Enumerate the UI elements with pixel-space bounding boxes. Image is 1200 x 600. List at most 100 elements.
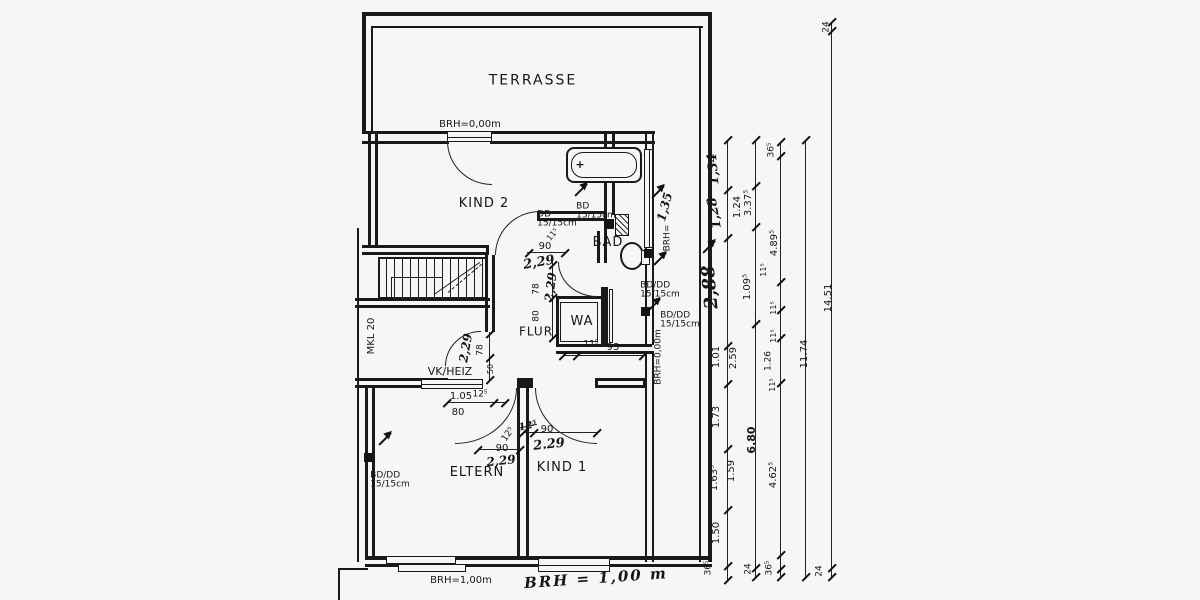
dim-label: 50 bbox=[485, 363, 495, 375]
stair-tread bbox=[410, 258, 411, 298]
dimension-line bbox=[563, 355, 643, 356]
reference-arrow-icon bbox=[653, 252, 667, 266]
annotation-brh-terrace: BRH=0,00m bbox=[439, 118, 501, 130]
door-arc bbox=[495, 211, 540, 255]
dim-label: 24 bbox=[821, 21, 832, 33]
room-label-bad: BAD bbox=[592, 235, 624, 251]
annotation-brh-wa: BRH=0,00m bbox=[653, 329, 664, 385]
dim-label: 11.74 bbox=[798, 339, 810, 369]
door-arc bbox=[447, 141, 492, 185]
dim-label: 24 bbox=[743, 563, 754, 575]
wall bbox=[486, 245, 489, 255]
room-label-kind2: KIND 2 bbox=[458, 196, 510, 212]
stair-tread bbox=[474, 258, 475, 298]
room-label-eltern: ELTERN bbox=[449, 465, 505, 481]
dimension-chain bbox=[805, 140, 806, 577]
dim-label: 12⁵ bbox=[499, 425, 517, 444]
wall bbox=[362, 141, 447, 144]
dimension-line bbox=[523, 432, 597, 433]
dim-label: 6.80 bbox=[745, 426, 759, 454]
stair-tread bbox=[458, 258, 459, 298]
annotation-brh-bad-hand: 1,35 bbox=[654, 190, 676, 223]
room-label-flur: FLUR bbox=[518, 324, 554, 339]
dim-label: 24 bbox=[814, 565, 825, 577]
faucet-icon: + bbox=[575, 158, 585, 172]
wall bbox=[365, 388, 368, 556]
stair-tread bbox=[394, 258, 395, 298]
dim-label: 93 bbox=[606, 341, 620, 353]
wall bbox=[540, 218, 605, 221]
dim-label: 36⁵ bbox=[703, 560, 714, 576]
dim-label: 90 bbox=[495, 442, 509, 454]
room-label-kind1: KIND 1 bbox=[536, 460, 588, 476]
wall bbox=[371, 26, 373, 134]
stair-tread bbox=[466, 258, 467, 298]
reference-arrow-icon bbox=[574, 183, 588, 197]
dim-label: 36⁵ bbox=[766, 142, 777, 158]
duct-marker bbox=[604, 219, 614, 229]
stair-landing bbox=[391, 277, 443, 299]
vent-duct bbox=[609, 289, 613, 343]
wall bbox=[372, 388, 375, 556]
dim-label: 1.26 bbox=[763, 350, 774, 372]
window-midline bbox=[648, 150, 650, 247]
wall bbox=[355, 305, 490, 308]
wall bbox=[652, 351, 654, 562]
wall bbox=[604, 231, 607, 263]
dim-label: 90 bbox=[538, 240, 552, 252]
wall bbox=[556, 344, 652, 347]
dim-label-hand: 2,29 bbox=[522, 252, 556, 273]
dimension-line bbox=[447, 402, 505, 403]
reference-arrow-icon bbox=[378, 432, 392, 446]
door-arc bbox=[558, 262, 597, 297]
wall bbox=[362, 131, 447, 134]
dimension-line bbox=[552, 262, 553, 340]
wall bbox=[556, 351, 652, 354]
wall bbox=[362, 12, 712, 16]
dim-label-hand: 2,29 bbox=[485, 452, 517, 470]
dim-label-hand: 2,88 bbox=[697, 264, 723, 310]
wall bbox=[597, 378, 645, 381]
stair-tread bbox=[402, 258, 403, 298]
window bbox=[538, 558, 610, 572]
wall bbox=[643, 378, 646, 388]
wall bbox=[357, 228, 359, 562]
duct-label-bd: BD 15/15cm bbox=[576, 201, 616, 221]
dim-label: 80 bbox=[531, 310, 542, 322]
dimension-chain bbox=[831, 22, 832, 577]
dim-label: 11⁵ bbox=[767, 378, 777, 392]
dim-label: 1.24 bbox=[731, 195, 743, 219]
wall bbox=[355, 385, 447, 388]
shower-box bbox=[560, 302, 598, 342]
wall bbox=[338, 568, 368, 570]
dimension-chain bbox=[727, 140, 728, 580]
stair-tread bbox=[426, 258, 427, 298]
dim-label: 3.37⁵ bbox=[742, 189, 754, 217]
wall bbox=[375, 131, 378, 248]
dim-label: 2.59 bbox=[727, 346, 739, 370]
dim-label: 1.09⁵ bbox=[741, 273, 753, 301]
wall bbox=[597, 385, 645, 388]
duct-marker bbox=[641, 307, 650, 316]
room-label-mkl20: MKL 20 bbox=[365, 317, 377, 355]
dim-label: 78 bbox=[475, 344, 486, 356]
dim-label: 1.63⁵ bbox=[708, 464, 720, 492]
dim-label: 11⁵ bbox=[583, 339, 599, 350]
dim-label: 11⁵ bbox=[768, 329, 778, 343]
dimension-line bbox=[527, 252, 567, 253]
wall bbox=[492, 141, 655, 144]
wall bbox=[368, 131, 371, 248]
dim-label: 36⁵ bbox=[764, 560, 775, 576]
wall bbox=[597, 231, 600, 263]
room-label-wa: WA bbox=[570, 314, 594, 330]
wall bbox=[517, 378, 533, 388]
dim-label: 14.51 bbox=[822, 283, 834, 313]
wall bbox=[540, 211, 605, 214]
dimension-chain bbox=[780, 142, 781, 577]
window bbox=[421, 379, 483, 389]
duct-label-bddd-lower: BD/DD 15/15cm bbox=[660, 310, 700, 330]
dim-label: 90 bbox=[540, 423, 554, 435]
room-label-terrasse: TERRASSE bbox=[488, 72, 578, 89]
wall bbox=[699, 26, 701, 562]
